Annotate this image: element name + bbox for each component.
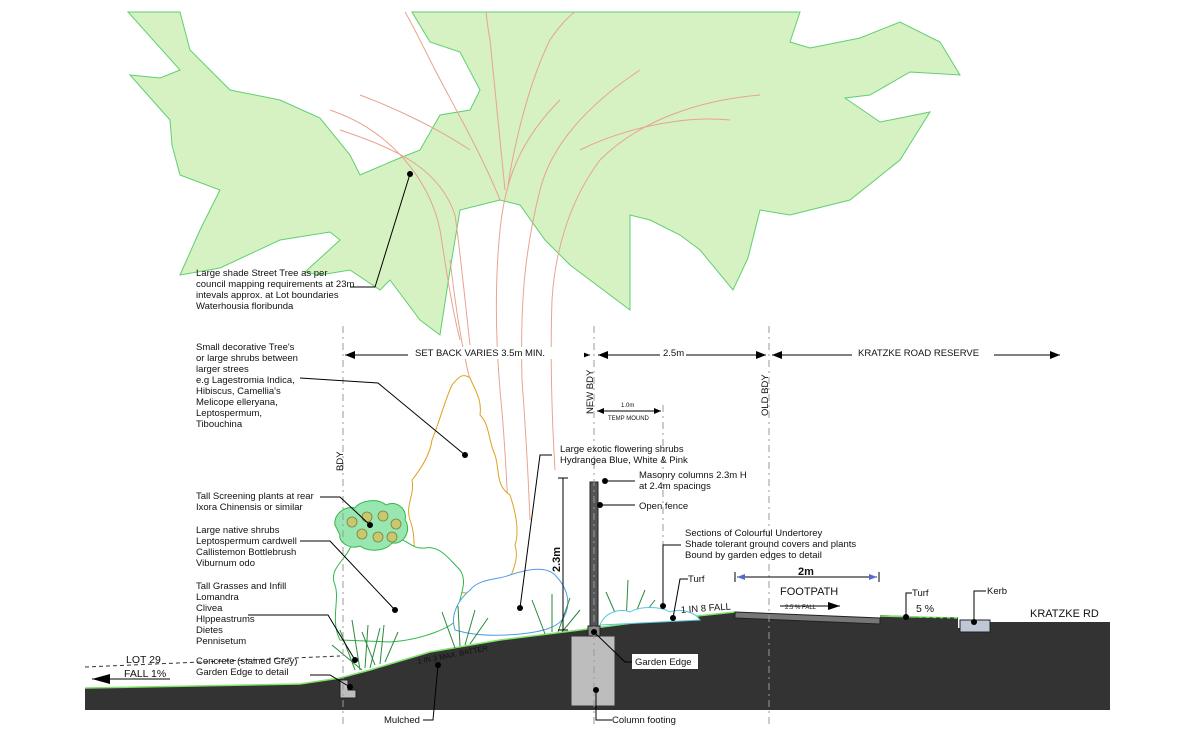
five-pct-label: 5 % xyxy=(916,603,934,615)
turf-label-1: Turf xyxy=(688,574,705,585)
turf-label-2: Turf xyxy=(912,588,929,599)
grasses xyxy=(331,579,656,671)
in8fall-label: 1 IN 8 FALL xyxy=(680,602,731,616)
road-reserve-label: KRATZKE ROAD RESERVE xyxy=(858,348,979,359)
fall1-label: FALL 1% xyxy=(124,668,166,680)
footpath-fall-label: 2.5 % FALL xyxy=(785,605,817,611)
setback-dimension: SET BACK VARIES 3.5m MIN. xyxy=(345,347,590,359)
open-fence-label: Open fence xyxy=(639,501,688,512)
undertorey-plants xyxy=(599,607,701,626)
kerb-label: Kerb xyxy=(987,586,1007,597)
road-reserve-dimension: KRATZKE ROAD RESERVE xyxy=(772,347,1060,359)
screening-label: Tall Screening plants at rear Ixora Chin… xyxy=(196,491,316,513)
footpath-dimension: 2m xyxy=(734,566,880,582)
lot29-label: LOT 29 xyxy=(126,654,161,666)
kratzke-rd-label: KRATZKE RD xyxy=(1030,608,1099,620)
turf-line-left xyxy=(84,611,736,689)
setback-label: SET BACK VARIES 3.5m MIN. xyxy=(415,348,545,359)
new-bdy-label: NEW BDY xyxy=(585,369,596,414)
width-25-dimension: 2.5m xyxy=(598,347,766,359)
temp-mound-label: TEMP MOUND xyxy=(608,416,650,422)
concrete-label: Concrete (stained Grey) Garden Edge to d… xyxy=(196,656,300,678)
mound-dimension: 1.0m TEMP MOUND xyxy=(597,403,664,605)
bdy-label: BDY xyxy=(335,451,346,471)
street-tree-label: Large shade Street Tree as per council m… xyxy=(196,268,357,312)
column-footing-label: Column footing xyxy=(612,715,676,726)
fall-1-arrow xyxy=(92,674,170,684)
footpath-fall-arrow xyxy=(780,602,840,610)
exotic-label: Large exotic flowering shrubs Hydrangea … xyxy=(560,444,688,466)
old-bdy-label: OLD BDY xyxy=(760,374,771,416)
mound-10-label: 1.0m xyxy=(621,403,634,409)
footpath-label: FOOTPATH xyxy=(780,586,838,598)
height-23-label: 2.3m xyxy=(551,547,563,572)
tree-canopy xyxy=(126,11,961,336)
footpath-slab xyxy=(734,611,881,625)
street-tree xyxy=(126,11,961,561)
leader-lines xyxy=(248,171,986,721)
native-label: Large native shrubs Leptospermum cardwel… xyxy=(196,525,300,569)
garden-edge-label: Garden Edge xyxy=(635,657,692,668)
height-dimension: 2.3m xyxy=(551,477,568,631)
decorative-label: Small decorative Tree's or large shrubs … xyxy=(196,342,301,430)
masonry-column xyxy=(589,481,599,631)
masonry-label: Masonry columns 2.3m H at 2.4m spacings xyxy=(639,470,749,492)
mulched-label: Mulched xyxy=(384,715,420,726)
grasses-label: Tall Grasses and Infill Lomandra Clivea … xyxy=(196,581,289,647)
width-25-label: 2.5m xyxy=(663,348,684,359)
footpath-2m-label: 2m xyxy=(798,566,814,578)
undertorey-label: Sections of Colourful Undertorey Shade t… xyxy=(685,528,859,561)
